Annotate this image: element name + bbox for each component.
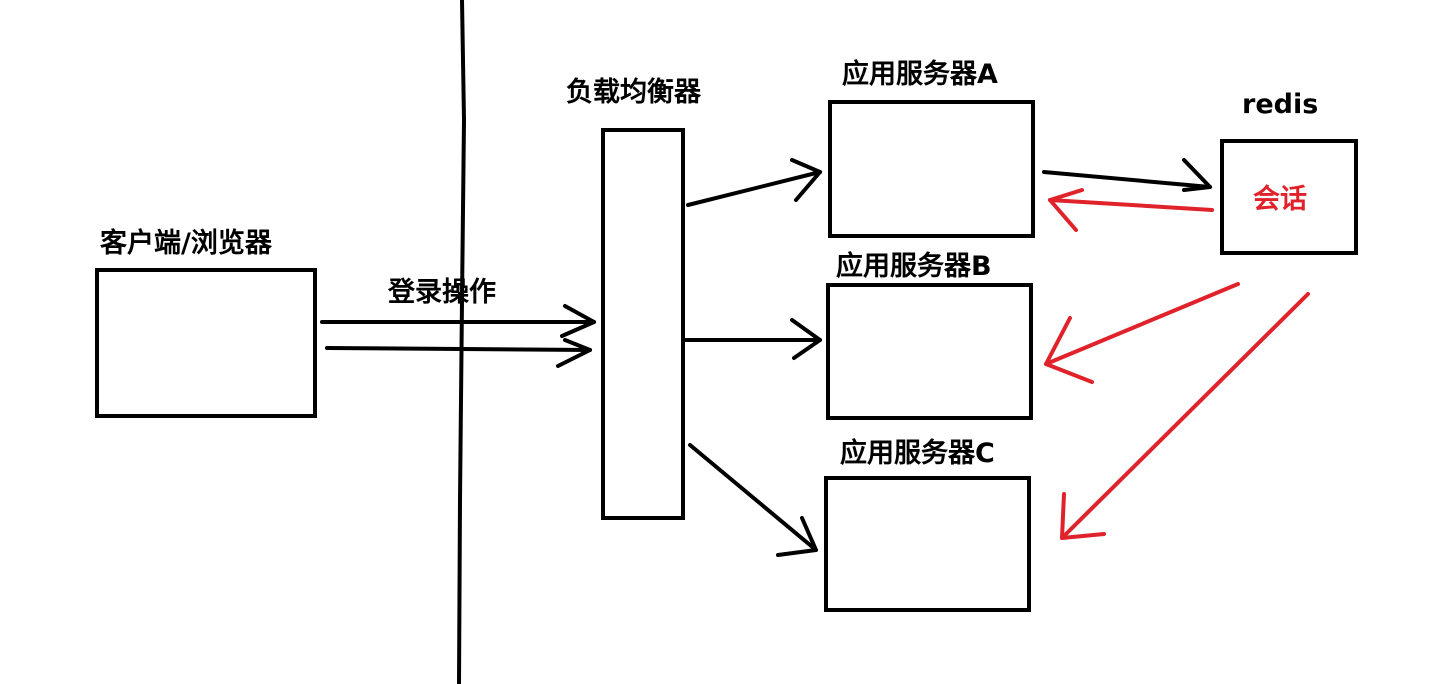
login-op-label: 登录操作 [387, 277, 496, 308]
server-c-box [824, 476, 1031, 612]
session-label: 会话 [1253, 184, 1307, 215]
server-a-to-redis-arrow [1042, 158, 1212, 192]
server-b-box [826, 283, 1033, 420]
redis-to-server-b-arrow [1044, 282, 1240, 384]
client-box [95, 268, 317, 418]
server-b-label: 应用服务器B [836, 250, 992, 282]
load-balancer-box [601, 128, 685, 520]
redis-to-server-a-arrow [1048, 188, 1214, 232]
server-a-label: 应用服务器A [842, 58, 998, 90]
lb-to-server-c-arrow [688, 443, 818, 557]
login-arrow-1 [320, 304, 596, 338]
login-arrow-2 [325, 338, 592, 368]
divider-line [457, 0, 467, 684]
lb-to-server-b-arrow [684, 318, 822, 360]
client-label: 客户端/浏览器 [100, 227, 273, 259]
lb-to-server-a-arrow [686, 158, 822, 207]
redis-box [1220, 139, 1358, 255]
server-a-box [828, 100, 1035, 238]
server-c-label: 应用服务器C [840, 437, 995, 469]
redis-to-server-c-arrow [1060, 292, 1310, 540]
redis-label: redis [1242, 89, 1318, 120]
load-balancer-label: 负载均衡器 [566, 77, 702, 108]
